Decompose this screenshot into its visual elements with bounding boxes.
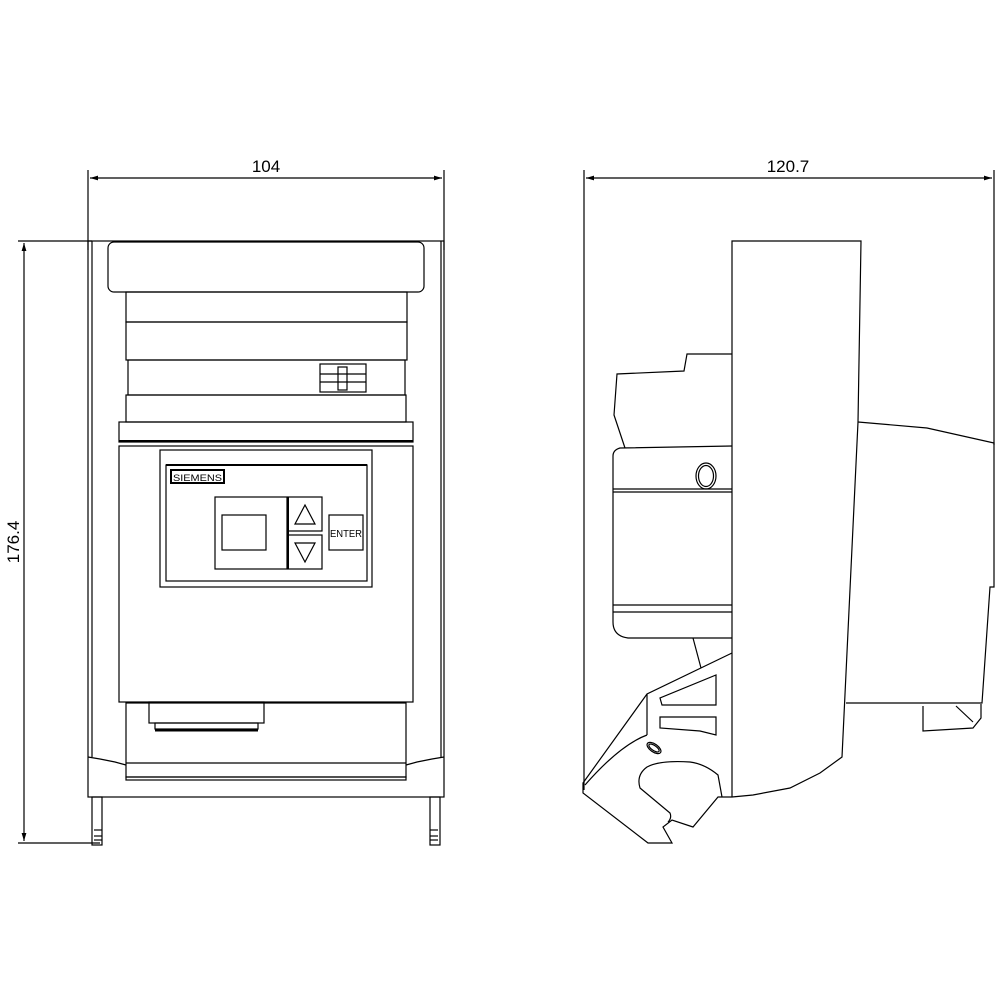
up-arrow-icon [294,503,316,525]
right-foot [429,796,441,846]
top-cap [107,241,425,293]
enter-button [328,514,364,551]
left-foot [91,796,103,846]
cylinder [612,445,733,639]
connector [148,701,265,724]
dimension-width: 104 [87,157,445,250]
width-label: 104 [252,157,280,176]
siemens-logo: SIEMENS [170,469,225,484]
bracket-slot [659,716,717,736]
control-panel [159,449,373,588]
dimension-depth: 120.7 [583,157,995,790]
switch-icon [319,363,367,393]
display-housing [214,496,288,570]
mounting-bracket [582,652,733,844]
lock-ring-icon [695,462,717,490]
rear-foot [922,704,982,732]
drawer [125,702,407,778]
bracket-hole-icon [646,741,662,755]
height-label: 176.4 [4,521,23,564]
display-screen [221,514,267,551]
svg-text:SIEMENS: SIEMENS [173,473,222,484]
down-arrow-icon [294,542,316,564]
down-button [287,534,323,570]
up-button [287,496,323,532]
main-body [118,445,414,703]
front-panel-profile [731,240,862,798]
svg-text:ENTER: ENTER [330,529,362,540]
front-view: SIEMENS ENTER [87,240,445,846]
depth-label: 120.7 [767,157,810,176]
side-view [582,240,995,844]
dimension-height: 176.4 [4,240,100,844]
bracket-slot [659,674,717,706]
